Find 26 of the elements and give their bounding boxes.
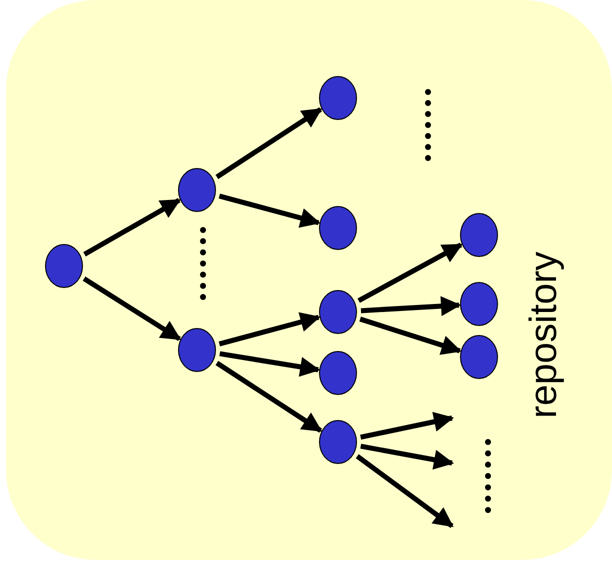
arrow — [218, 312, 320, 346]
node-circle — [460, 282, 498, 326]
node-circle — [178, 328, 216, 372]
arrow — [359, 316, 462, 355]
node-circle — [178, 168, 216, 212]
node-circle — [319, 420, 357, 464]
node-circle — [319, 76, 357, 120]
arrow — [216, 107, 322, 180]
arrow — [358, 242, 463, 303]
arrow — [218, 194, 320, 228]
arrow — [83, 198, 181, 256]
arrow — [82, 276, 182, 342]
arrow — [360, 296, 462, 316]
arrow — [360, 444, 454, 470]
node-circle — [319, 206, 357, 250]
node-circle — [319, 351, 357, 395]
arrow — [356, 454, 454, 528]
arrow — [219, 351, 320, 377]
repository-panel — [6, 0, 612, 560]
node-circle — [319, 290, 357, 334]
node-circle — [460, 213, 498, 257]
repository-label: repository — [525, 252, 563, 418]
node-circle — [45, 244, 83, 288]
node-circle — [460, 335, 498, 379]
arrow — [360, 412, 454, 440]
arrow — [216, 360, 322, 433]
